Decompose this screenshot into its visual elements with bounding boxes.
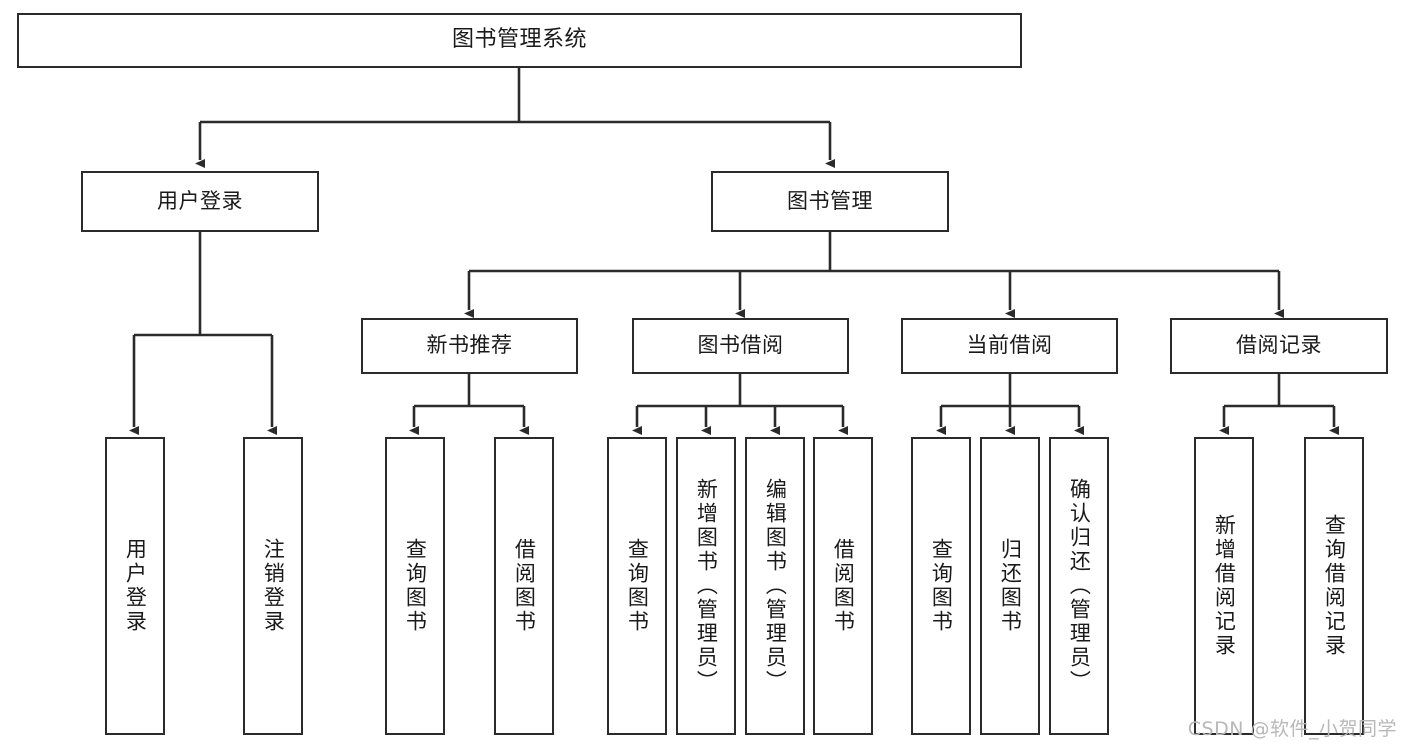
node-current-borrow[interactable]: 当前借阅	[901, 318, 1118, 374]
node-leaf-add-book-label: 新增图书（管理员）	[694, 478, 719, 694]
node-borrow-record-label: 借阅记录	[1236, 333, 1322, 358]
node-current-borrow-label: 当前借阅	[966, 333, 1053, 358]
node-leaf-confirm-return[interactable]: 确认归还（管理员）	[1049, 437, 1109, 735]
node-leaf-return-book[interactable]: 归还图书	[980, 437, 1040, 735]
node-book-manage[interactable]: 图书管理	[711, 171, 949, 232]
node-leaf-query-book-1[interactable]: 查询图书	[385, 437, 445, 735]
node-user-login-label: 用户登录	[157, 188, 243, 213]
node-book-manage-label: 图书管理	[787, 188, 873, 213]
csdn-watermark: CSDN @软件_小贺同学	[1187, 718, 1397, 740]
node-new-book-recommend[interactable]: 新书推荐	[361, 318, 578, 374]
node-user-login[interactable]: 用户登录	[81, 171, 319, 232]
node-leaf-query-book-3[interactable]: 查询图书	[911, 437, 971, 735]
node-leaf-add-book[interactable]: 新增图书（管理员）	[676, 437, 736, 735]
node-leaf-add-record[interactable]: 新增借阅记录	[1194, 437, 1254, 735]
node-leaf-user-login-label: 用户登录	[123, 538, 148, 634]
node-root-label: 图书管理系统	[451, 27, 587, 53]
node-book-borrow-label: 图书借阅	[697, 333, 784, 358]
node-leaf-borrow-book-2-label: 借阅图书	[831, 538, 856, 634]
node-leaf-user-login[interactable]: 用户登录	[105, 437, 165, 735]
node-leaf-query-record-label: 查询借阅记录	[1322, 514, 1347, 658]
node-leaf-confirm-return-label: 确认归还（管理员）	[1067, 478, 1092, 694]
node-leaf-query-book-1-label: 查询图书	[403, 538, 428, 634]
node-book-borrow[interactable]: 图书借阅	[632, 318, 849, 374]
node-leaf-borrow-book-2[interactable]: 借阅图书	[813, 437, 873, 735]
node-leaf-return-book-label: 归还图书	[998, 538, 1023, 634]
node-new-book-recommend-label: 新书推荐	[426, 333, 513, 358]
node-borrow-record[interactable]: 借阅记录	[1170, 318, 1388, 374]
node-root[interactable]: 图书管理系统	[17, 13, 1022, 68]
node-leaf-borrow-book-1[interactable]: 借阅图书	[494, 437, 554, 735]
node-leaf-query-record[interactable]: 查询借阅记录	[1304, 437, 1364, 735]
node-leaf-logout-login-label: 注销登录	[261, 538, 286, 634]
node-leaf-edit-book-label: 编辑图书（管理员）	[763, 478, 788, 694]
node-leaf-add-record-label: 新增借阅记录	[1212, 514, 1237, 658]
node-leaf-query-book-2[interactable]: 查询图书	[607, 437, 667, 735]
node-leaf-borrow-book-1-label: 借阅图书	[512, 538, 537, 634]
node-leaf-query-book-3-label: 查询图书	[929, 538, 954, 634]
node-leaf-logout-login[interactable]: 注销登录	[243, 437, 303, 735]
node-leaf-edit-book[interactable]: 编辑图书（管理员）	[745, 437, 805, 735]
node-leaf-query-book-2-label: 查询图书	[625, 538, 650, 634]
